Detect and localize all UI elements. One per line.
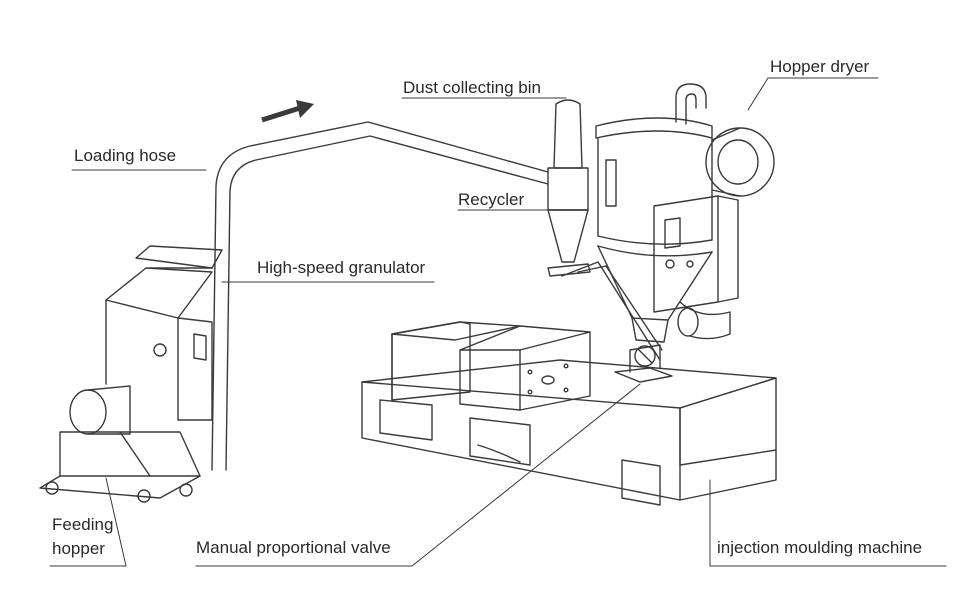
label-recycler: Recycler: [458, 190, 525, 209]
label-feeding-hopper-line2: hopper: [52, 539, 105, 558]
flow-arrow-icon: [261, 100, 314, 123]
hopper-dryer: [595, 83, 775, 343]
label-hopper-dryer: Hopper dryer: [770, 57, 870, 76]
injection-moulding-machine: [361, 321, 777, 506]
label-injection-moulding-machine: injection moulding machine: [717, 538, 923, 557]
leader-lines: [49, 77, 947, 567]
label-dust-collecting-bin: Dust collecting bin: [403, 78, 541, 97]
label-feeding-hopper-line1: Feeding: [52, 515, 114, 534]
label-high-speed-granulator: High-speed granulator: [257, 258, 426, 277]
loading-hose: [211, 121, 549, 471]
recycler: [547, 99, 663, 361]
label-loading-hose: Loading hose: [74, 146, 177, 165]
high-speed-granulator: [39, 245, 223, 503]
label-manual-proportional-valve: Manual proportional valve: [196, 538, 391, 557]
